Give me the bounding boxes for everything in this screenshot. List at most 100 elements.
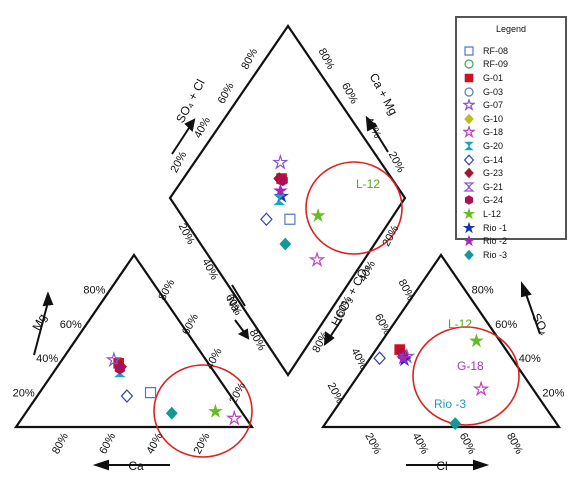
legend-marker xyxy=(463,207,475,220)
star-open-marker-icon xyxy=(463,126,475,139)
hco3-tick-label: 40% xyxy=(348,346,369,371)
diamond-point-rio3 xyxy=(279,237,292,251)
legend-item: RF-08 xyxy=(463,44,508,58)
star-filled-marker-icon xyxy=(463,221,475,233)
diamond-point-g14 xyxy=(260,212,273,227)
legend-marker xyxy=(464,113,474,125)
na-tick-label: 60% xyxy=(180,312,201,337)
anion-point-rio3 xyxy=(449,417,462,431)
legend-item: G-23 xyxy=(463,166,508,180)
star-filled-marker-icon xyxy=(463,207,475,220)
mg-tick-label: 60% xyxy=(60,319,82,331)
mg-tick-label: 40% xyxy=(36,353,58,365)
star-filled-marker-icon xyxy=(463,235,475,247)
so4-cl-tick-label: 80% xyxy=(239,46,260,71)
legend-marker xyxy=(464,73,474,83)
so4-tick-label: 20% xyxy=(542,388,564,400)
mg-axis-label: Mg xyxy=(29,311,49,332)
anion-point-g18 xyxy=(472,380,490,397)
diamond-field xyxy=(168,24,407,377)
legend-item-label: Rio -1 xyxy=(483,222,508,233)
legend-item-label: G-23 xyxy=(483,168,504,179)
cl-axis-label: Cl xyxy=(436,459,447,473)
so4-tick-label: 60% xyxy=(495,319,517,331)
na-tick-label: 80% xyxy=(156,277,177,302)
legend-marker xyxy=(464,249,474,260)
legend-item: Rio -3 xyxy=(463,248,508,262)
cation-point-rf08 xyxy=(144,387,157,399)
ca-tick-label: 60% xyxy=(97,431,118,456)
diamond-point-rf08 xyxy=(284,213,296,225)
legend-title: Legend xyxy=(495,24,527,34)
diamond-point-l12 xyxy=(310,207,326,222)
cl-tick-label: 20% xyxy=(362,431,383,456)
legend-item: G-07 xyxy=(463,98,508,112)
cation-highlight-circle xyxy=(153,364,253,458)
legend-marker xyxy=(464,167,474,179)
legend-item: G-03 xyxy=(463,85,508,99)
anion-g18-annotation: G-18 xyxy=(457,359,484,373)
mg-tick-label: 20% xyxy=(13,388,35,400)
so4-tick-label: 40% xyxy=(519,353,541,365)
cl-tick-label: 80% xyxy=(504,431,525,456)
cation-point-g07 xyxy=(105,351,123,368)
diamond-point-g20 xyxy=(273,194,286,206)
ca-mg-tick-label: 80% xyxy=(316,46,337,71)
anion-l12-annotation: L-12 xyxy=(448,317,472,331)
legend-item: G-10 xyxy=(463,112,508,126)
legend-marker xyxy=(463,221,475,233)
anion-rio3-annotation: Rio -3 xyxy=(434,397,466,411)
ca-tick-label: 80% xyxy=(50,431,71,456)
legend-item-label: G-24 xyxy=(483,195,504,206)
legend-marker xyxy=(464,59,474,69)
anion-triangle xyxy=(320,253,562,429)
legend-marker xyxy=(463,182,475,192)
legend-marker xyxy=(463,126,475,139)
ca-mg-tick-label: 40% xyxy=(362,115,383,140)
legend-marker xyxy=(464,195,474,206)
cation-point-g14 xyxy=(120,389,134,403)
hourglass-open-marker-icon xyxy=(463,182,475,192)
cl-tick-label: 40% xyxy=(410,431,431,456)
ca-mg-tick-label: 20% xyxy=(386,150,407,175)
circle-open-marker-icon xyxy=(464,86,474,97)
legend-item: G-01 xyxy=(463,71,508,85)
legend-marker xyxy=(463,235,475,247)
axis-arrows xyxy=(33,115,541,471)
ca-mg-tick-label: 60% xyxy=(339,81,360,106)
ca-tick-label: 20% xyxy=(192,431,213,456)
legend-item-label: G-18 xyxy=(483,127,504,138)
square-open-marker-icon xyxy=(464,46,474,56)
na-k-tick-label: 20% xyxy=(176,221,197,246)
legend-item-label: L-12 xyxy=(483,208,502,219)
legend-item-label: G-01 xyxy=(483,72,504,83)
legend-item-label: G-07 xyxy=(483,100,504,111)
star-open-marker-icon xyxy=(463,99,475,112)
diamond-point-g18 xyxy=(308,251,326,268)
legend-item-label: G-20 xyxy=(483,140,504,151)
cl-tick-label: 60% xyxy=(457,431,478,456)
legend-item: RF-09 xyxy=(463,58,508,72)
na-k-tick-label: 80% xyxy=(247,328,268,353)
diamond-point-g07 xyxy=(272,153,289,170)
ca-axis-label: Ca xyxy=(128,459,144,473)
hourglass-filled-marker-icon xyxy=(464,141,474,151)
anion-highlight-circle xyxy=(412,326,520,426)
hexagon-filled-marker-icon xyxy=(464,195,474,206)
legend-item-label: Rio -2 xyxy=(483,236,508,247)
diamond-highlight-circle xyxy=(305,161,403,255)
ca-tick-label: 40% xyxy=(144,431,165,456)
legend-marker xyxy=(464,141,474,151)
diamond-open-marker-icon xyxy=(463,153,475,166)
legend-item-label: G-03 xyxy=(483,86,504,97)
na-axis-label: Na xyxy=(224,294,244,314)
cation-triangle xyxy=(13,253,255,429)
diamond-point-rio2 xyxy=(273,183,288,198)
diamond-filled-marker-icon xyxy=(464,249,474,260)
legend-marker xyxy=(463,99,475,112)
anion-point-g14 xyxy=(373,351,386,366)
square-filled-marker-icon xyxy=(464,73,474,83)
